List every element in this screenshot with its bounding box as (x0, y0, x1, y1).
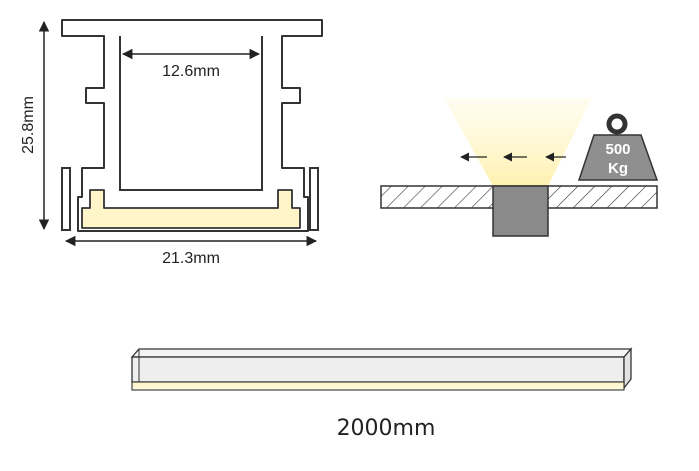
floor-load-illustration: 500 Kg (380, 98, 659, 237)
profile-cross-section: 12.6mm 25.8mm 21.3mm (20, 19, 323, 267)
profile-side-slot-left (61, 167, 71, 231)
weight-unit: Kg (608, 160, 628, 177)
weight-ring (606, 113, 628, 135)
bar-top-face (130, 348, 633, 358)
profile-outline (61, 19, 323, 232)
bar-end-face (623, 347, 632, 390)
profile-side-slot-right (309, 167, 319, 231)
led-diffuser-strip (81, 189, 301, 229)
bar-front-face (131, 356, 625, 383)
weight-value: 500 (605, 141, 630, 158)
weight-body (577, 134, 659, 181)
bar-light-strip (131, 381, 625, 391)
profile-inner-channel (119, 36, 263, 191)
embedded-profile-block (492, 185, 549, 237)
bar-length-label: 2000mm (337, 416, 436, 441)
height-label: 25.8mm (20, 96, 37, 154)
outer-width-label: 21.3mm (162, 250, 220, 267)
inner-width-label: 12.6mm (162, 63, 220, 80)
profile-bar-illustration: 2000mm (130, 347, 633, 441)
weight-icon: 500 Kg (577, 113, 659, 181)
light-glow (444, 98, 592, 186)
